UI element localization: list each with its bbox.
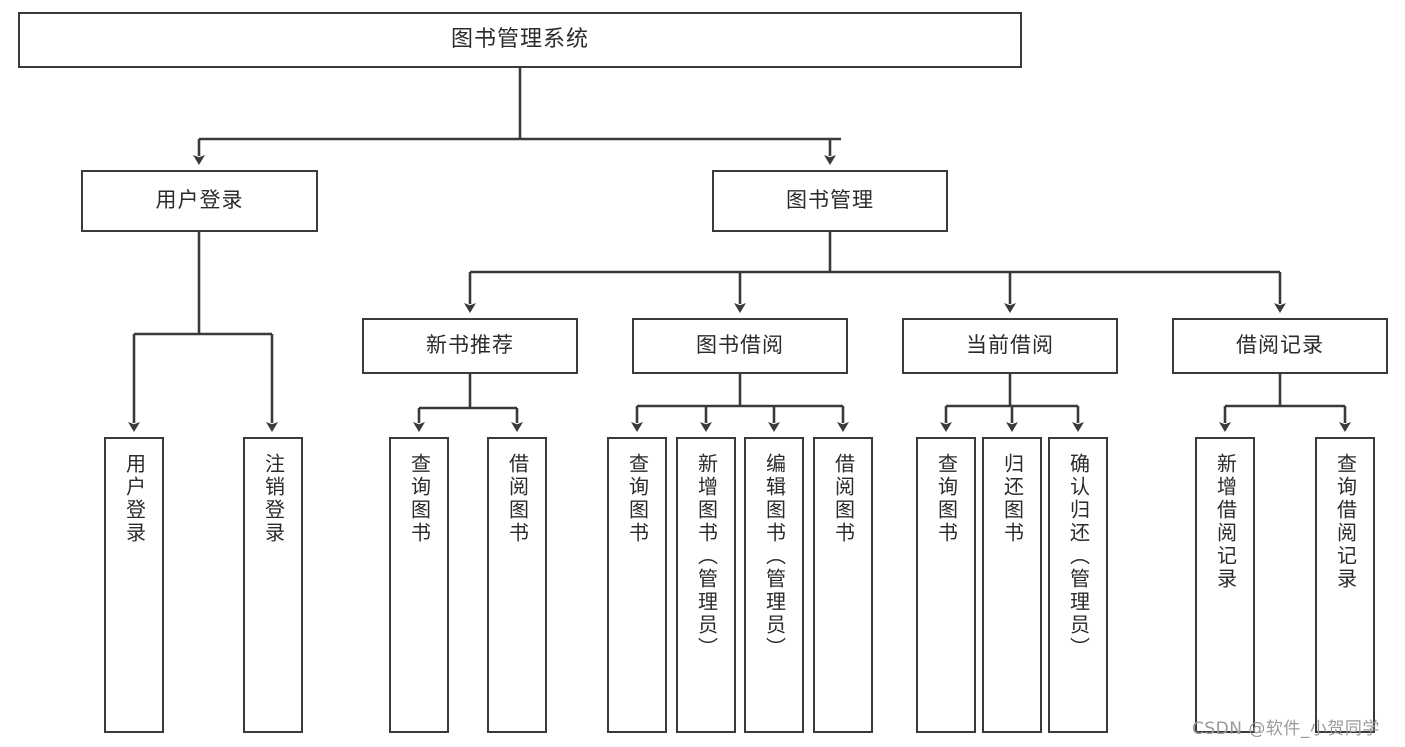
node-leaf-edit-book-admin[interactable]: 编辑图书（管理员）: [744, 437, 804, 733]
node-leaf-confirm-return-admin-label: 确认归还（管理员）: [1066, 453, 1091, 660]
node-leaf-add-book-admin[interactable]: 新增图书（管理员）: [676, 437, 736, 733]
node-leaf-query-book-current[interactable]: 查询图书: [916, 437, 976, 733]
node-user-login[interactable]: 用户登录: [81, 170, 318, 232]
node-book-borrow[interactable]: 图书借阅: [632, 318, 848, 374]
node-leaf-borrow-book-recommend-label: 借阅图书: [505, 453, 530, 545]
node-borrow-records[interactable]: 借阅记录: [1172, 318, 1388, 374]
node-leaf-user-logout[interactable]: 注销登录: [243, 437, 303, 733]
node-user-login-label: 用户登录: [155, 188, 244, 213]
node-leaf-query-book-borrow[interactable]: 查询图书: [607, 437, 667, 733]
node-book-management[interactable]: 图书管理: [712, 170, 948, 232]
node-leaf-borrow-book[interactable]: 借阅图书: [813, 437, 873, 733]
node-leaf-return-book[interactable]: 归还图书: [982, 437, 1042, 733]
node-leaf-edit-book-admin-label: 编辑图书（管理员）: [762, 453, 787, 660]
edges-bookmgmt-to-level3: [464, 232, 1286, 313]
edges-root-to-level2: [193, 68, 841, 165]
node-leaf-query-book-current-label: 查询图书: [934, 453, 959, 545]
node-root-label: 图书管理系统: [450, 26, 589, 52]
node-leaf-user-logout-label: 注销登录: [261, 453, 286, 545]
node-book-management-label: 图书管理: [786, 188, 874, 213]
edges-userlogin-to-leaves: [128, 232, 278, 432]
node-leaf-confirm-return-admin[interactable]: 确认归还（管理员）: [1048, 437, 1108, 733]
node-root[interactable]: 图书管理系统: [18, 12, 1022, 68]
node-borrow-records-label: 借阅记录: [1236, 333, 1324, 358]
node-book-borrow-label: 图书借阅: [696, 333, 784, 358]
node-new-book-recommend[interactable]: 新书推荐: [362, 318, 578, 374]
edges-recommend-to-leaves: [413, 374, 523, 432]
node-leaf-user-login[interactable]: 用户登录: [104, 437, 164, 733]
edges-records-to-leaves: [1219, 374, 1351, 432]
node-leaf-user-login-label: 用户登录: [122, 453, 147, 545]
node-leaf-borrow-book-recommend[interactable]: 借阅图书: [487, 437, 547, 733]
edges-borrow-to-leaves: [631, 374, 849, 432]
node-current-borrow-label: 当前借阅: [966, 333, 1054, 358]
edges-current-to-leaves: [940, 374, 1084, 432]
node-leaf-add-borrow-record[interactable]: 新增借阅记录: [1195, 437, 1255, 733]
node-new-book-recommend-label: 新书推荐: [426, 333, 514, 358]
node-leaf-add-book-admin-label: 新增图书（管理员）: [694, 453, 719, 660]
node-leaf-borrow-book-label: 借阅图书: [831, 453, 856, 545]
node-leaf-add-borrow-record-label: 新增借阅记录: [1213, 453, 1238, 591]
node-leaf-return-book-label: 归还图书: [1000, 453, 1025, 545]
csdn-watermark: CSDN @软件_小贺同学: [1192, 719, 1380, 739]
node-leaf-query-borrow-record-label: 查询借阅记录: [1333, 453, 1358, 591]
node-leaf-query-book-recommend[interactable]: 查询图书: [389, 437, 449, 733]
node-leaf-query-book-borrow-label: 查询图书: [625, 453, 650, 545]
node-leaf-query-borrow-record[interactable]: 查询借阅记录: [1315, 437, 1375, 733]
node-current-borrow[interactable]: 当前借阅: [902, 318, 1118, 374]
node-leaf-query-book-recommend-label: 查询图书: [407, 453, 432, 545]
